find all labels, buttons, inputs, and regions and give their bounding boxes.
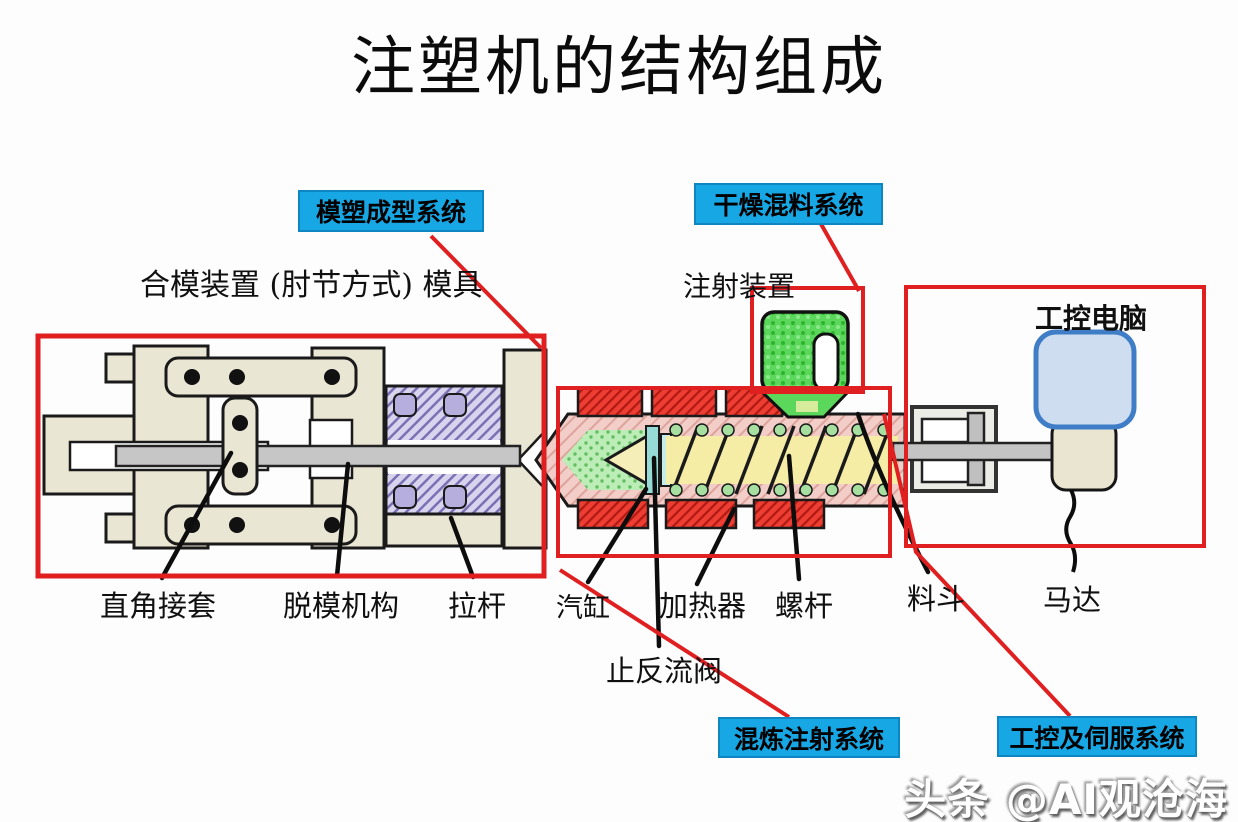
injection-barrel-drawing <box>534 386 907 530</box>
control-computer-screen <box>1033 329 1137 430</box>
screw-drawing <box>666 423 898 497</box>
label-screw: 螺杆 <box>775 589 834 623</box>
watermark: 头条 @AI观沧海 <box>904 775 1228 822</box>
page-title: 注塑机的结构组成 <box>351 31 887 105</box>
label-cylinder: 汽缸 <box>556 593 610 624</box>
motor-body <box>1050 418 1118 492</box>
system-label-mixing-injection: 混炼注射系统 <box>718 717 900 758</box>
label-check-valve: 止反流阀 <box>606 654 723 688</box>
label-right-angle-sleeve: 直角接套 <box>100 589 217 623</box>
label-demolding-mechanism: 脱模机构 <box>283 589 400 623</box>
clamping-unit-drawing <box>42 344 548 550</box>
highlight-boxes <box>35 223 1206 719</box>
leader-lines <box>159 411 931 649</box>
label-hopper: 料斗 <box>907 582 966 616</box>
system-label-control-servo: 工控及伺服系统 <box>997 716 1197 757</box>
hopper-drawing <box>758 310 852 419</box>
system-label-molding: 模塑成型系统 <box>298 190 484 232</box>
drive-unit-drawing <box>891 329 1137 573</box>
label-heater: 加热器 <box>659 589 747 623</box>
label-motor: 马达 <box>1043 583 1102 617</box>
label-computer: 工控电脑 <box>1035 302 1148 335</box>
system-label-drying: 干燥混料系统 <box>694 183 883 225</box>
label-clamping-unit: 合模装置 (肘节方式) 模具 <box>140 268 483 303</box>
label-injection-device: 注射装置 <box>683 270 796 303</box>
label-tie-bar: 拉杆 <box>448 589 507 623</box>
